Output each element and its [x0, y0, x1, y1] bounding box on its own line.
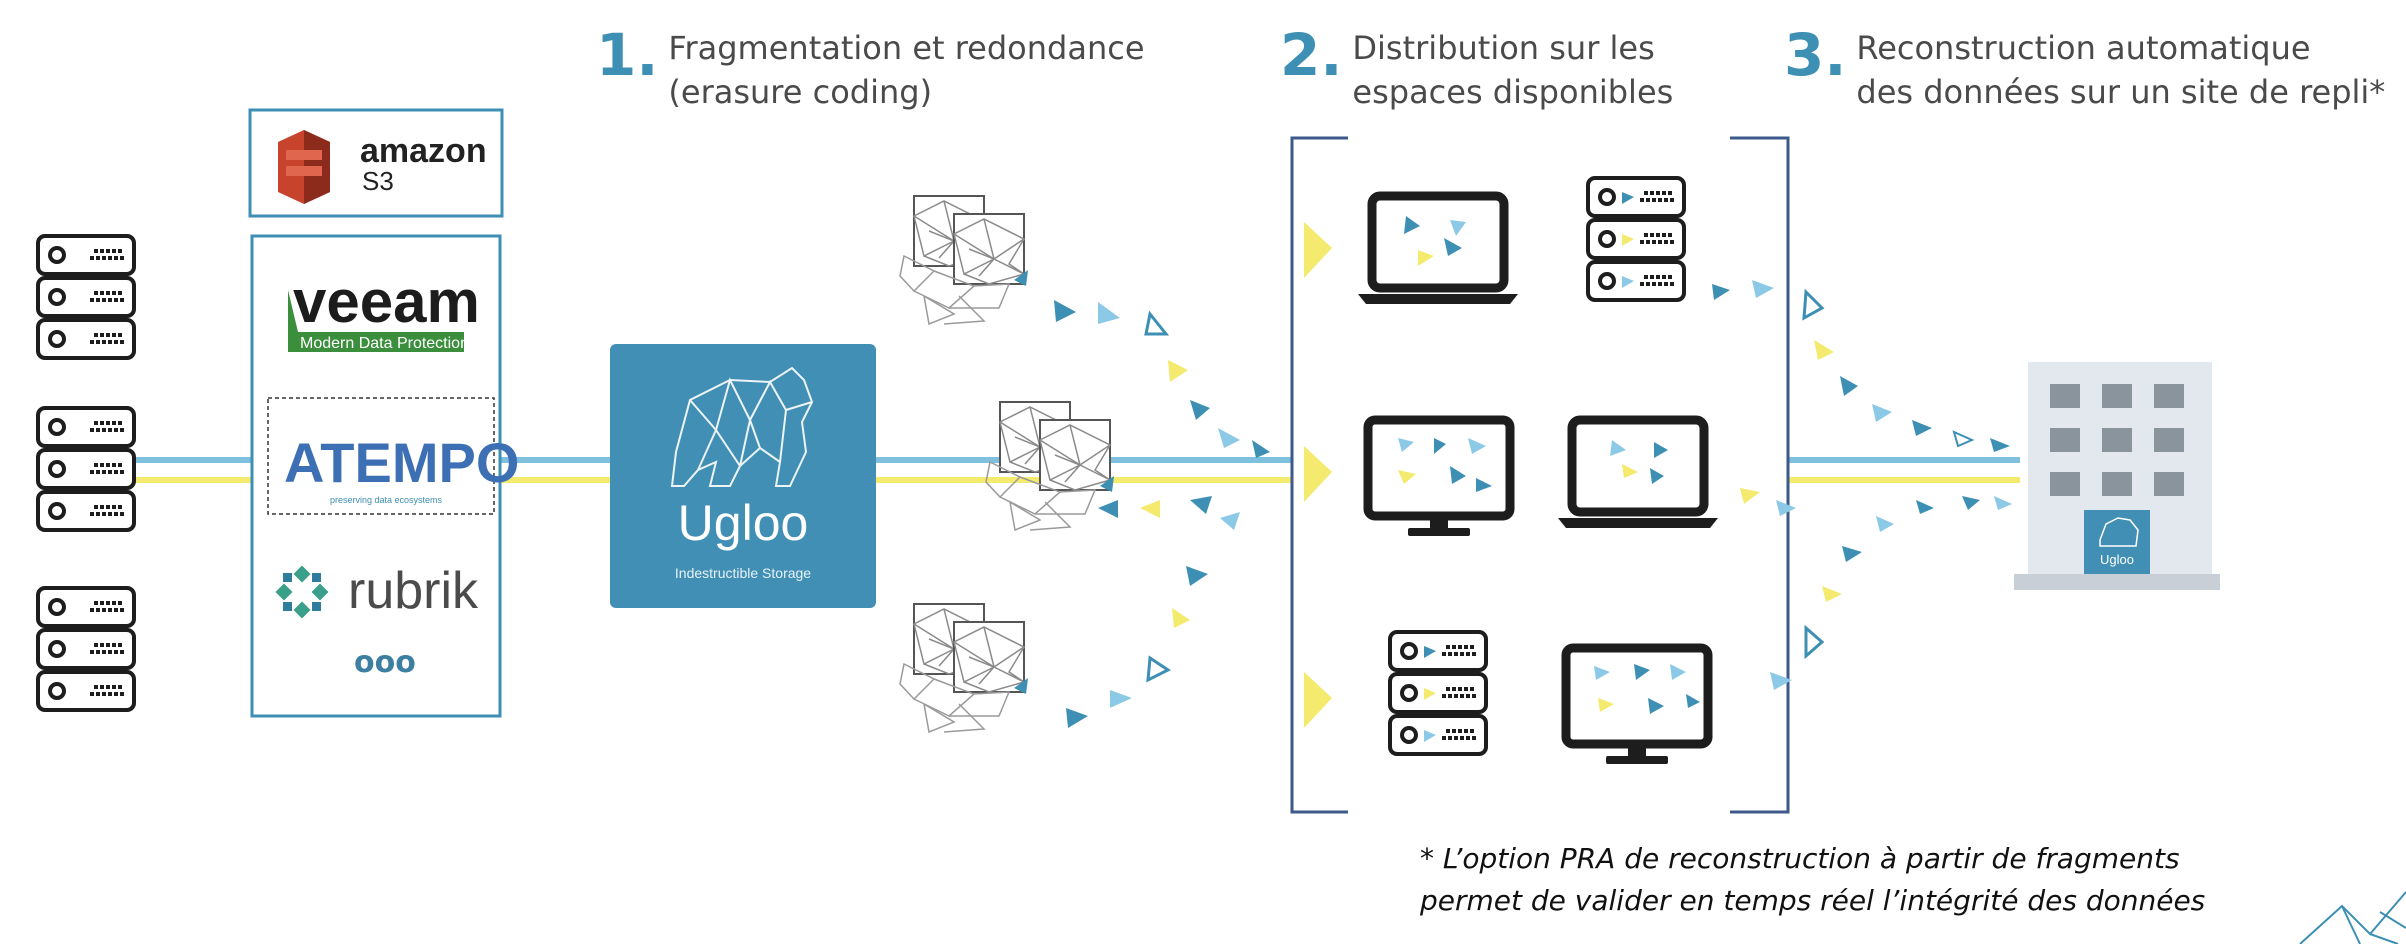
building-ugloo-label: Ugloo	[2100, 552, 2134, 567]
entry-arrows	[1304, 222, 1332, 728]
step-2-number: 2.	[1280, 21, 1343, 89]
step-1-text: Fragmentation et redondance (erasure cod…	[668, 29, 1145, 111]
server-rack-icon-2	[38, 408, 134, 530]
step-1: 1. Fragmentation et redondance (erasure …	[596, 26, 1145, 114]
veeam-logo: veeam Modern Data Protection	[288, 268, 480, 352]
server-rack-icon-1	[38, 236, 134, 358]
right-connection-lines	[1788, 457, 2020, 483]
amazon-s3-logo: amazon S3	[248, 108, 504, 218]
step-1-number: 1.	[596, 21, 659, 89]
step-3: 3. Reconstruction automatique des donnée…	[1784, 26, 2385, 114]
server-rack-icon-4	[1588, 178, 1684, 300]
fragment-group-icon-middle	[986, 402, 1114, 530]
ugloo-box: Ugloo Indestructible Storage	[610, 344, 876, 608]
fragment-flow-left	[1054, 300, 1270, 728]
distribution-bracket	[1290, 136, 1790, 814]
atempo-logo: ATEMPO preserving data ecosystems	[267, 397, 519, 515]
step-3-text: Reconstruction automatique des données s…	[1856, 29, 2386, 111]
amazon-label: amazon	[360, 132, 487, 170]
more-sources-indicator: ooo	[354, 645, 416, 680]
amazon-s3-label: S3	[362, 166, 394, 196]
laptop-icon-1	[1358, 196, 1518, 304]
veeam-label: veeam	[293, 268, 480, 335]
amazon-s3-icon	[278, 130, 330, 204]
veeam-tagline: Modern Data Protection	[300, 335, 469, 352]
corner-network-decoration	[2299, 891, 2406, 944]
step-2-text: Distribution sur les espaces disponibles	[1352, 29, 1674, 111]
step-2: 2. Distribution sur les espaces disponib…	[1280, 26, 1673, 114]
server-rack-icon-5	[1390, 632, 1486, 754]
server-rack-icon-3	[38, 588, 134, 710]
rubrik-logo: rubrik	[275, 562, 479, 620]
atempo-label: ATEMPO	[284, 431, 519, 494]
monitor-icon-1	[1368, 420, 1510, 536]
step-3-number: 3.	[1784, 21, 1847, 89]
atempo-tagline: preserving data ecosystems	[330, 495, 443, 505]
fragment-flow-right	[1712, 280, 2012, 690]
fragment-group-icon-top	[900, 196, 1028, 324]
rubrik-icon	[275, 565, 329, 619]
ugloo-name: Ugloo	[678, 495, 809, 551]
backup-site-building-icon: Ugloo	[2014, 362, 2220, 590]
fragment-group-icon-bottom	[900, 604, 1028, 732]
bear-icon	[670, 366, 814, 487]
rubrik-label: rubrik	[348, 562, 479, 620]
laptop-icon-2	[1558, 420, 1718, 528]
ugloo-tagline: Indestructible Storage	[675, 565, 811, 581]
monitor-icon-2	[1566, 648, 1708, 764]
footnote: * L’option PRA de reconstruction à parti…	[1420, 842, 2206, 917]
